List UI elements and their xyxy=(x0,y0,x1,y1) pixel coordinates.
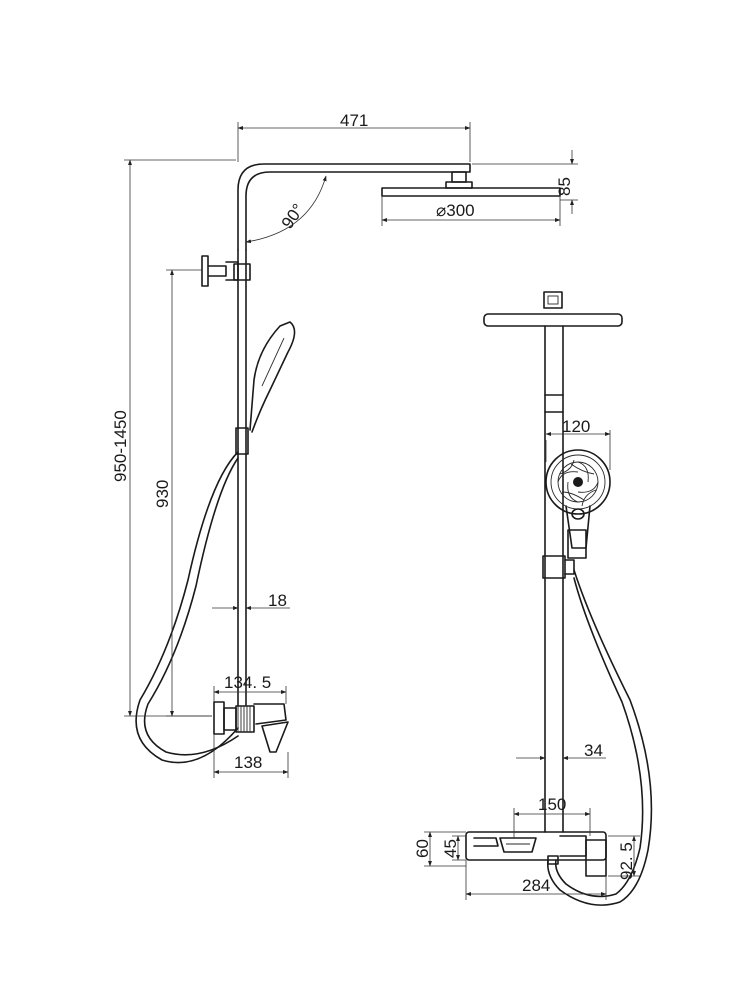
hand-shower-nozzle-face xyxy=(261,337,285,387)
shower-head-side xyxy=(381,187,561,197)
slide-holder xyxy=(235,427,249,455)
mixer-valve-front xyxy=(465,831,607,877)
side-view xyxy=(135,163,561,764)
dim-label-45: 45 xyxy=(441,839,460,858)
front-riser-pipe xyxy=(544,325,564,833)
dim-label-138: 138 xyxy=(234,753,262,772)
shower-head-connector xyxy=(451,171,467,183)
dim-label-90-degree: 90° xyxy=(278,200,308,232)
bracket-clamp xyxy=(233,263,251,281)
wall-bracket xyxy=(201,255,239,287)
hose-side xyxy=(135,451,239,764)
dim-label-471: 471 xyxy=(340,111,368,130)
dim-label-134-5: 134. 5 xyxy=(224,673,271,692)
dim-label-284: 284 xyxy=(522,876,550,895)
dim-label-120: 120 xyxy=(562,417,590,436)
dim-label-150: 150 xyxy=(538,795,566,814)
front-shower-head xyxy=(483,313,623,327)
dim-label-60: 60 xyxy=(413,839,432,858)
hose-side-inner xyxy=(143,457,239,756)
front-view-dimensions: 120 34 150 60 45 284 92. 5 xyxy=(413,417,640,900)
hose-front-inner xyxy=(554,577,644,898)
hand-shower-front xyxy=(545,449,611,559)
front-slide-holder xyxy=(542,555,566,579)
hose-front xyxy=(546,569,653,906)
dim-label-18: 18 xyxy=(268,591,287,610)
front-view xyxy=(465,291,653,906)
dim-label-34: 34 xyxy=(584,741,603,760)
dim-label-950-1450: 950-1450 xyxy=(111,410,130,482)
dim-label-diameter-300: ⌀300 xyxy=(436,201,475,220)
hand-shower-side xyxy=(249,321,296,433)
mixer-valve-side xyxy=(213,701,289,753)
dim-label-92-5: 92. 5 xyxy=(617,842,636,880)
dim-label-930: 930 xyxy=(153,480,172,508)
side-view-dimensions: 471 85 ⌀300 90° 950-1450 930 18 134. 5 1 xyxy=(111,111,578,778)
riser-pipe xyxy=(237,249,247,706)
dim-label-85: 85 xyxy=(555,177,574,196)
front-head-connector xyxy=(543,291,563,309)
shower-head-connector-base xyxy=(445,181,473,189)
